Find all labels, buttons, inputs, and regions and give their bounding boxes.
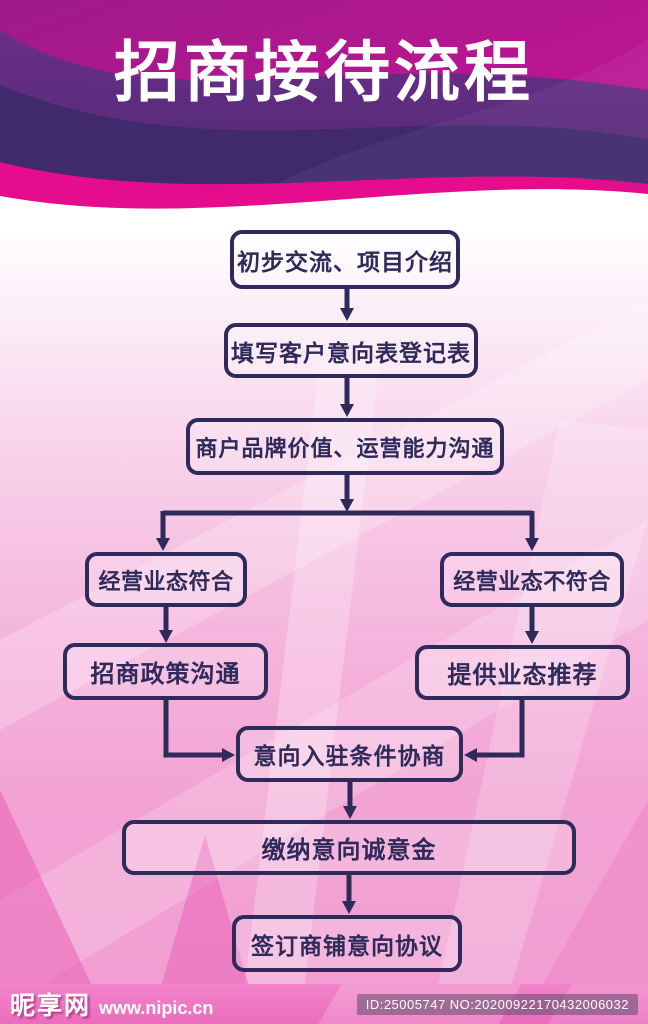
site-branding: 昵享网 www.nipic.cn — [10, 986, 213, 1022]
flow-node-format-recommendation: 提供业态推荐 — [415, 645, 630, 700]
flow-node-format-not-conforms: 经营业态不符合 — [440, 552, 624, 607]
flow-node-pay-deposit: 缴纳意向诚意金 — [122, 820, 576, 875]
flow-node-initial-communication: 初步交流、项目介绍 — [230, 230, 460, 289]
header-wave — [0, 0, 648, 232]
footer-bar: 昵享网 www.nipic.cn ID:25005747 NO:20200922… — [0, 984, 648, 1024]
watermark-badge: ID:25005747 NO:20200922170432006032 — [356, 993, 638, 1015]
flow-node-brand-value-communication: 商户品牌价值、运营能力沟通 — [186, 418, 504, 475]
page-title: 招商接待流程 — [114, 35, 534, 109]
site-url: www.nipic.cn — [99, 998, 214, 1018]
site-logo: 昵享网 — [10, 992, 92, 1020]
flow-node-entry-negotiation: 意向入驻条件协商 — [236, 726, 463, 782]
flow-node-format-conforms: 经营业态符合 — [85, 552, 247, 607]
flow-node-sign-agreement: 签订商铺意向协议 — [232, 915, 462, 972]
flow-node-intention-form: 填写客户意向表登记表 — [224, 323, 478, 378]
flow-node-policy-communication: 招商政策沟通 — [63, 643, 268, 700]
